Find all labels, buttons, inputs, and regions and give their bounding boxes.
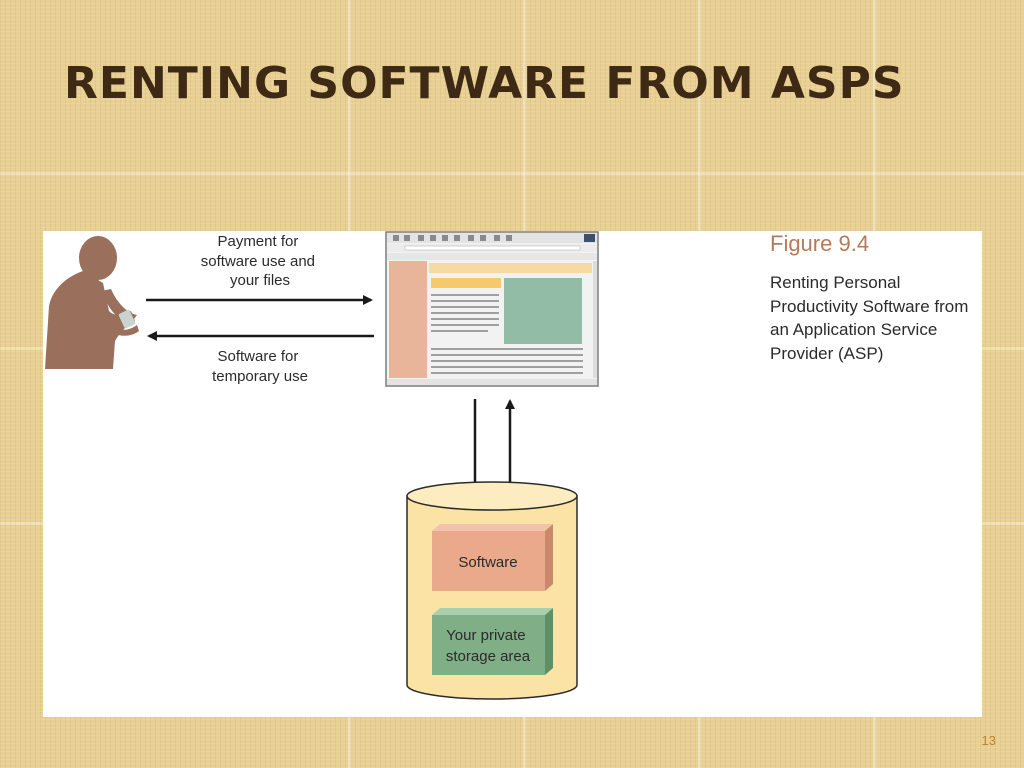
payment-label: Payment for software use and your files — [201, 233, 319, 289]
asp-diagram: Payment for software use and your files … — [45, 231, 599, 700]
page-number: 13 — [981, 733, 996, 748]
toolbar-icons — [393, 234, 595, 242]
figure-caption: Figure 9.4 Renting Personal Productivity… — [770, 231, 970, 365]
figure-description: Renting Personal Productivity Software f… — [770, 273, 969, 363]
software-block-label: Software — [458, 554, 517, 571]
private-storage-block: Your private storage area — [432, 608, 553, 675]
temporary-use-label: Software for temporary use — [212, 348, 308, 385]
software-block: Software — [432, 524, 553, 591]
figure-panel: Payment for software use and your files … — [43, 231, 982, 717]
browser-window — [385, 231, 599, 387]
slide-title: Renting Software from ASPs — [64, 58, 905, 109]
figure-number: Figure 9.4 — [770, 231, 870, 256]
private-storage-label: Your private storage area — [446, 627, 531, 665]
person-icon — [45, 236, 139, 369]
